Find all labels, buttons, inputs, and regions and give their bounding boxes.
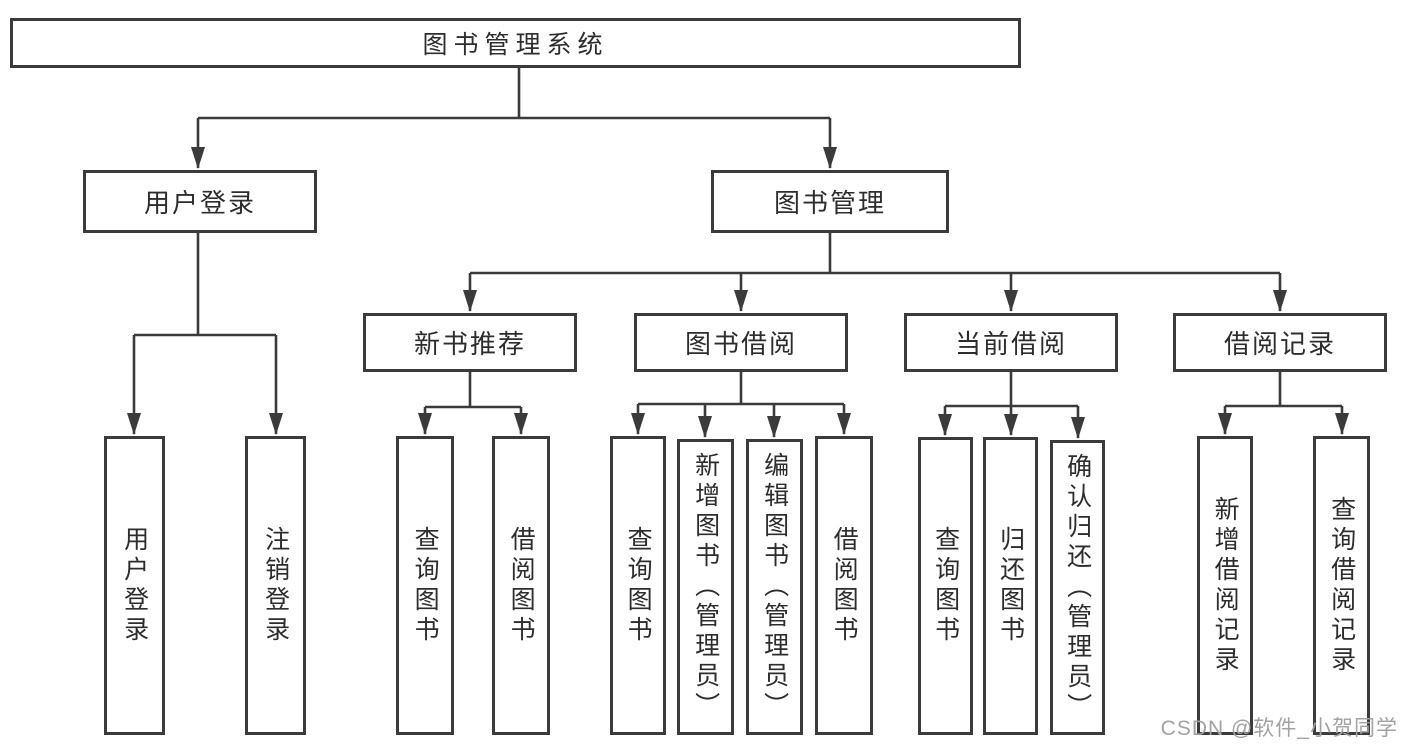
leaf-query-books-borrow: 查询图书 <box>610 436 666 735</box>
leaf-borrow-books-recommend: 借阅图书 <box>492 436 550 735</box>
connector-borrow-record-to-leaves <box>1218 372 1349 435</box>
leaf-add-borrow-record: 新增借阅记录 <box>1197 436 1253 735</box>
leaf-query-borrow-record: 查询借阅记录 <box>1313 436 1370 735</box>
node-book-management: 图书管理 <box>711 170 949 233</box>
node-system-root-label: 图书管理系统 <box>422 31 609 59</box>
connector-root-to-level2 <box>191 67 837 169</box>
leaf-user-login: 用户登录 <box>104 436 165 735</box>
node-borrow-records: 借阅记录 <box>1173 313 1387 372</box>
connector-book-borrow-to-leaves <box>631 372 851 438</box>
leaf-add-book-admin: 新增图书（管理员） <box>677 439 734 735</box>
leaf-add-book-admin-label: 新增图书（管理员） <box>691 452 720 722</box>
leaf-query-books-current: 查询图书 <box>918 437 973 735</box>
watermark-text: CSDN @软件_小贺同学 <box>1160 717 1398 740</box>
node-new-book-recommend-label: 新书推荐 <box>413 329 526 359</box>
connector-user-login-to-leaves <box>127 233 283 435</box>
leaf-borrow-books: 借阅图书 <box>815 436 873 735</box>
leaf-borrow-books-label: 借阅图书 <box>830 525 859 646</box>
leaf-query-borrow-record-label: 查询借阅记录 <box>1327 495 1356 676</box>
leaf-logout: 注销登录 <box>245 436 306 735</box>
leaf-query-books-borrow-label: 查询图书 <box>624 525 653 646</box>
leaf-query-books-recommend-label: 查询图书 <box>411 525 440 646</box>
connector-current-borrow-to-leaves <box>938 372 1085 439</box>
connector-book-management-to-level3 <box>463 233 1287 312</box>
node-book-borrow-label: 图书借阅 <box>684 329 797 359</box>
leaf-confirm-return-admin-label: 确认归还（管理员） <box>1063 452 1092 723</box>
node-book-management-label: 图书管理 <box>773 188 886 218</box>
leaf-user-login-label: 用户登录 <box>120 525 149 646</box>
node-current-borrow-label: 当前借阅 <box>954 329 1067 359</box>
leaf-edit-book-admin: 编辑图书（管理员） <box>746 439 803 735</box>
connector-new-book-to-leaves <box>418 372 528 435</box>
leaf-return-book-label: 归还图书 <box>996 526 1025 646</box>
node-new-book-recommend: 新书推荐 <box>363 313 577 372</box>
leaf-query-books-recommend: 查询图书 <box>396 436 454 735</box>
leaf-edit-book-admin-label: 编辑图书（管理员） <box>760 452 789 722</box>
leaf-add-borrow-record-label: 新增借阅记录 <box>1211 495 1240 676</box>
node-system-root: 图书管理系统 <box>10 18 1021 68</box>
node-borrow-records-label: 借阅记录 <box>1223 329 1336 359</box>
node-book-borrow: 图书借阅 <box>634 313 848 372</box>
leaf-logout-label: 注销登录 <box>261 525 290 646</box>
leaf-return-book: 归还图书 <box>983 437 1038 735</box>
leaf-confirm-return-admin: 确认归还（管理员） <box>1050 440 1105 735</box>
node-user-login-label: 用户登录 <box>143 188 256 218</box>
node-user-login: 用户登录 <box>83 170 317 233</box>
leaf-query-books-current-label: 查询图书 <box>931 526 960 646</box>
leaf-borrow-books-recommend-label: 借阅图书 <box>507 525 536 646</box>
node-current-borrow: 当前借阅 <box>904 313 1118 372</box>
